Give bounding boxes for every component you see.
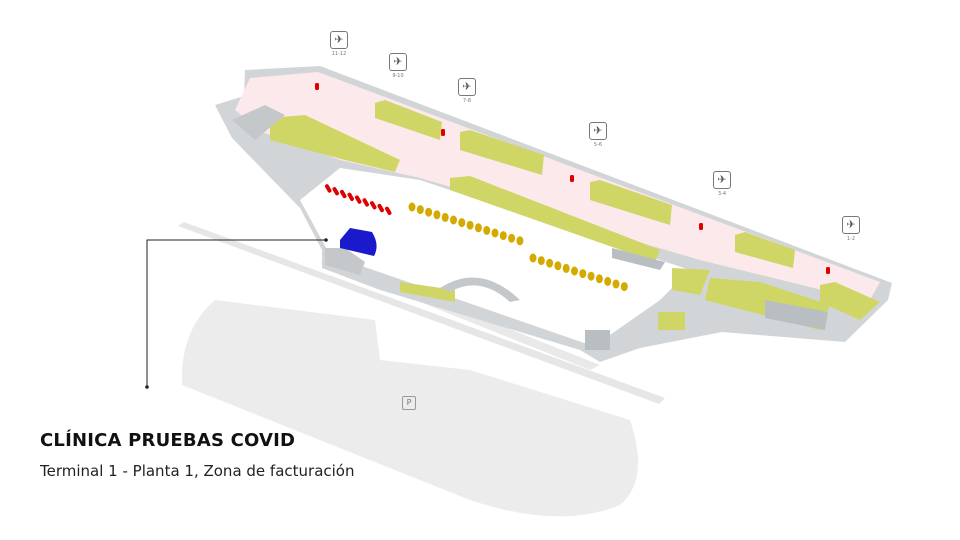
shop	[400, 282, 455, 302]
gate-marker	[441, 129, 445, 136]
counter	[499, 231, 507, 241]
counter	[571, 266, 578, 276]
atrium	[440, 277, 520, 302]
counter	[546, 258, 554, 268]
counter	[562, 263, 570, 273]
departures-icon: ✈	[458, 78, 476, 96]
red-seat	[355, 195, 362, 204]
counter	[529, 253, 537, 263]
shop	[672, 268, 710, 295]
gate-marker	[826, 267, 830, 274]
gate-11-12: ✈11-12	[330, 31, 348, 57]
gate-marker	[570, 175, 574, 182]
departures-icon: ✈	[589, 122, 607, 140]
shop	[375, 100, 442, 140]
service-block	[612, 248, 665, 270]
shop	[820, 282, 880, 320]
road	[178, 222, 665, 404]
departures-icon: ✈	[713, 171, 731, 189]
shop	[658, 312, 685, 330]
counter	[612, 279, 620, 289]
shop	[270, 115, 400, 172]
gate-9-10: ✈9-10	[383, 53, 413, 79]
red-seat	[332, 187, 339, 196]
counter	[516, 236, 524, 246]
counter	[425, 207, 433, 217]
red-seat-row	[325, 184, 392, 215]
gate-5-6: ✈5-6	[583, 122, 613, 148]
counter	[508, 233, 516, 243]
counter	[491, 228, 499, 238]
leader-dot	[145, 385, 149, 389]
gate-markers	[315, 83, 830, 274]
leader-line	[146, 239, 326, 387]
counter	[587, 271, 595, 281]
counter	[595, 274, 603, 284]
red-seat	[385, 206, 392, 215]
service-block	[325, 248, 365, 275]
shop	[450, 176, 660, 262]
counter	[620, 282, 628, 292]
counter	[450, 215, 457, 225]
gate-marker	[699, 223, 703, 230]
parking-area	[181, 300, 638, 517]
landside-hall	[300, 168, 690, 345]
gate-3-4: ✈3-4	[707, 171, 737, 197]
departures-icon: ✈	[842, 216, 860, 234]
parking-icon: P	[402, 396, 416, 410]
shop	[735, 232, 795, 268]
checkin-counters	[408, 202, 628, 292]
counter	[408, 202, 416, 212]
departures-icon: ✈	[330, 31, 348, 49]
airside-corridor	[235, 72, 880, 300]
location-title: CLÍNICA PRUEBAS COVID	[40, 430, 296, 451]
shop	[460, 130, 544, 175]
counter	[579, 269, 587, 279]
counter	[416, 205, 424, 215]
counter	[441, 212, 449, 222]
gate-1-2: ✈1-2	[836, 216, 866, 242]
gate-marker	[315, 83, 319, 90]
counter	[483, 225, 491, 235]
red-seat	[340, 189, 347, 199]
shop	[590, 180, 672, 225]
counter	[604, 276, 612, 286]
location-subtitle: Terminal 1 - Planta 1, Zona de facturaci…	[40, 462, 355, 480]
red-seat	[377, 203, 384, 213]
red-seat	[370, 201, 377, 210]
counter	[554, 261, 562, 271]
gate-7-8: ✈7-8	[452, 78, 482, 104]
leader-dot	[324, 238, 328, 242]
departures-icon: ✈	[389, 53, 407, 71]
service-block	[585, 330, 610, 350]
counter	[537, 256, 545, 266]
counter	[474, 223, 482, 233]
service-block	[765, 300, 828, 330]
covid-clinic[interactable]	[340, 228, 377, 256]
counter	[433, 210, 441, 220]
red-seat	[347, 192, 354, 201]
counter	[458, 218, 466, 228]
service-block	[232, 105, 285, 140]
counter	[466, 220, 474, 230]
red-seat	[325, 184, 332, 193]
red-seat	[362, 198, 369, 207]
